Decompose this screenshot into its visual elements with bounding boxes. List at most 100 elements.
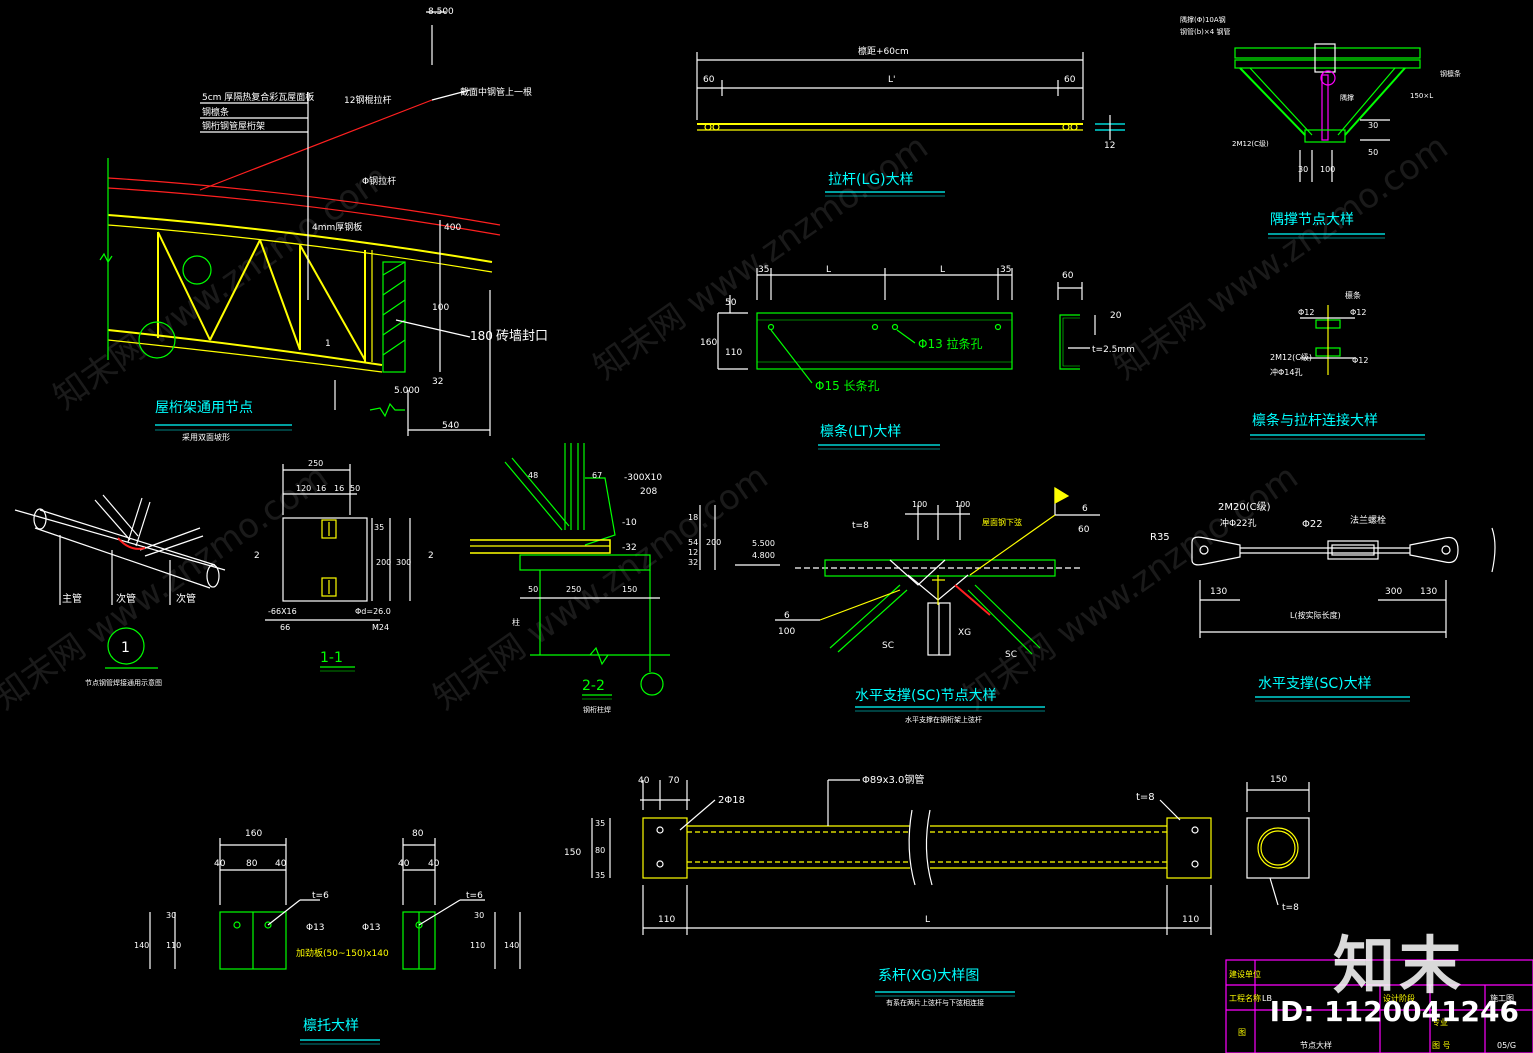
lt-title: 檩条(LT)大样 <box>820 423 901 440</box>
sc-d130b: 130 <box>1420 587 1437 597</box>
node1-sub2: 次管 <box>176 592 196 605</box>
sc-turn: 法兰螺栓 <box>1350 514 1386 526</box>
xg-d110b: 110 <box>1182 915 1199 925</box>
tb-r3: 图 <box>1238 1028 1246 1037</box>
yp-n5: 钢檩条 <box>1440 69 1461 78</box>
s11-d35: 35 <box>374 523 384 532</box>
s11-mk2: 2 <box>428 551 434 561</box>
roof-dim-100: 100 <box>432 303 449 313</box>
s11-d200: 200 <box>376 558 391 567</box>
yp-title: 隅撑节点大样 <box>1270 212 1354 228</box>
tb-c3: 节点大样 <box>1300 1040 1332 1050</box>
s11-d16a: 16 <box>316 484 326 493</box>
roof-dim-1: 1 <box>325 339 331 349</box>
xg-tie-bar-detail <box>591 779 1310 997</box>
s11-d300: 300 <box>396 558 411 567</box>
scnode-t8: t=8 <box>852 521 869 531</box>
scnode-d6a: 6 <box>1082 504 1088 514</box>
xg-d150: 150 <box>564 848 581 858</box>
s11-d16b: 16 <box>334 484 344 493</box>
tt-title: 檩托大样 <box>303 1017 359 1034</box>
scnode-d100a: 100 <box>912 500 927 509</box>
tt-t6a: t=6 <box>312 891 329 901</box>
s22-d12: 12 <box>688 548 698 557</box>
xg-d110a: 110 <box>658 915 675 925</box>
tt-h13b: Φ13 <box>362 923 381 933</box>
sc-r35: R35 <box>1150 532 1170 543</box>
yp-n2: 钢管(b)×4 钢管 <box>1180 27 1230 36</box>
xg-title: 系杆(XG)大样图 <box>878 968 979 984</box>
roof-elev-bot: 5.000 <box>394 386 420 396</box>
sc-title: 水平支撑(SC)大样 <box>1258 676 1372 692</box>
s22-e1: 5.500 <box>752 539 775 548</box>
lg-total: 檩距+60cm <box>858 45 909 57</box>
xg-d150b: 150 <box>1270 775 1287 785</box>
roof-label-2: 钢檩条 <box>202 106 229 118</box>
s11-plate: -66X16 <box>268 607 297 616</box>
watermark-id: ID: 1120041246 <box>1269 995 1519 1028</box>
tb-c6: LB <box>1262 994 1272 1003</box>
tt-d110b: 110 <box>470 941 485 950</box>
lt-hole15: Φ15 长条孔 <box>815 379 880 393</box>
lg-dL: L' <box>888 75 896 85</box>
tt-d140a: 140 <box>134 941 149 950</box>
tt-d140b: 140 <box>504 941 519 950</box>
section-1-1 <box>265 464 411 672</box>
roof-dim-400: 400 <box>444 223 461 233</box>
yp-n1: 隅撑(Φ)10A钢 <box>1180 15 1226 24</box>
lt-hole13: Φ13 拉条孔 <box>918 336 983 351</box>
lt-d60: 60 <box>1062 271 1074 281</box>
tt-d110a: 110 <box>166 941 181 950</box>
scnode-title: 水平支撑(SC)节点大样 <box>855 688 997 704</box>
yp-d100: 100 <box>1320 165 1335 174</box>
lt-dL1: L <box>826 265 831 275</box>
s22-d50: 50 <box>528 585 538 594</box>
ltlg-n3: Φ12 <box>1350 308 1366 317</box>
node-1-pipe-joint <box>14 494 226 669</box>
s22-d54: 54 <box>688 538 698 547</box>
tb-c2: 施工图 <box>1490 993 1514 1003</box>
yp-d30b: 30 <box>1368 121 1378 130</box>
tt-d40a: 40 <box>214 859 226 869</box>
ltlg-n6: Φ12 <box>1352 356 1368 365</box>
scnode-sc1: SC <box>882 641 894 651</box>
scnode-xg: XG <box>958 628 971 638</box>
tt-d40b: 40 <box>275 859 287 869</box>
node1-title: 节点钢管焊接通用示意图 <box>85 678 162 687</box>
s11-d66: 66 <box>280 623 290 632</box>
xg-t8b: t=8 <box>1282 903 1299 913</box>
lt-t25: t=2.5mm <box>1092 345 1135 355</box>
tb-c4: 图 号 <box>1432 1041 1451 1050</box>
s22-sub: 钢桁柱焊 <box>583 705 611 714</box>
s11-mk1: 2 <box>254 551 260 561</box>
lt-d35b: 35 <box>1000 265 1011 275</box>
roof-title: 屋桁架通用节点 <box>155 400 253 416</box>
watermark-brand: 知末 <box>1332 929 1465 1002</box>
xg-holes: 2Φ18 <box>718 795 745 806</box>
scnode-beam: 屋面钢下弦 <box>982 517 1022 527</box>
roof-label-4: 12钢棍拉杆 <box>344 94 391 106</box>
tt-d40d: 40 <box>428 859 440 869</box>
ltlg-n4: 2M12(C级) <box>1270 352 1312 362</box>
tt-d30a: 30 <box>166 911 176 920</box>
xg-d35a: 35 <box>595 819 605 828</box>
lg-tie-rod-detail <box>696 52 1125 197</box>
yp-n4: 150×L <box>1410 92 1433 100</box>
sc-p22: Φ22 <box>1302 519 1323 530</box>
lg-d60a: 60 <box>703 75 715 85</box>
sc-hole: 冲Φ22孔 <box>1220 517 1257 529</box>
xg-d70: 70 <box>668 776 680 786</box>
tb-r1: 建设单位 <box>1229 969 1261 979</box>
ltlg-n5: 冲Φ14孔 <box>1270 367 1302 377</box>
ltlg-title: 檩条与拉杆连接大样 <box>1252 412 1378 429</box>
s11-m24: M24 <box>372 623 389 632</box>
s11-d250: 250 <box>308 459 323 468</box>
tb-c1: 设计阶段 <box>1383 993 1415 1003</box>
lt-d50: 50 <box>725 298 737 308</box>
s22-d208: 208 <box>640 487 657 497</box>
scnode-sub: 水平支撑在钢桁架上弦杆 <box>905 715 982 724</box>
roof-label-6: 4mm厚钢板 <box>312 221 362 233</box>
roof-sub: 采用双面坡形 <box>182 432 230 442</box>
tt-d80: 80 <box>246 859 258 869</box>
s22-plate: -300X10 <box>624 473 662 483</box>
